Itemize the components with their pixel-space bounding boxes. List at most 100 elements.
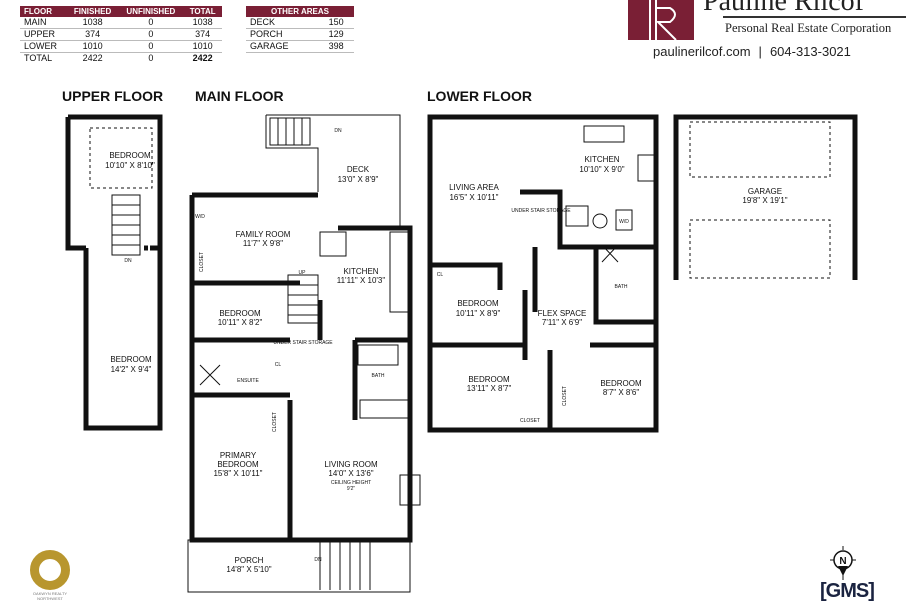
lower-floor-plan: LIVING AREA 16'5" X 10'11" KITCHEN 10'10… [427,114,659,433]
cell: 129 [318,28,354,41]
upper-floor-plan: BEDROOM 10'10" X 8'10" BEDROOM 14'2" X 9… [65,114,163,431]
room-dim: 10'10" X 8'10" [105,161,155,170]
dn-label: DN [124,258,132,264]
cell: MAIN [20,17,67,29]
bath-label: BATH [615,284,628,290]
wd-label: W/D [619,219,629,225]
separator: | [758,44,762,59]
wd-label: W/D [195,214,205,220]
website-link[interactable]: paulinerilcof.com [653,44,751,59]
ensuite-label: ENSUITE [237,378,259,384]
room-name: LIVING AREA [449,183,499,192]
cell: TOTAL [24,53,53,63]
cell: DECK [246,17,319,29]
cell: UPPER [20,28,67,41]
main-floor-plan: DECK 13'0" X 8'9" FAMILY ROOM 11'7" X 9'… [187,114,421,593]
cell: GARAGE [246,40,319,53]
under-stair-label: UNDER STAIR STORAGE [511,208,571,214]
cell: 1038 [66,17,119,29]
brand-block: Pauline Rilcof Personal Real Estate Corp… [620,0,910,70]
up-label: UP [299,270,307,276]
room-name: BEDROOM [219,309,261,318]
room-dim: 14'0" X 13'6" [328,469,373,478]
col-header: UNFINISHED [118,6,184,17]
cell: 2422 [192,53,213,63]
brokerage-name: OAKWYN REALTY [32,591,68,596]
cl-label: CL [437,272,444,278]
room-dim: 10'11" X 8'2" [218,318,263,327]
cell: 0 [118,40,184,53]
cell: LOWER [20,40,67,53]
room-dim: 16'5" X 10'11" [449,193,498,202]
compass-n: N [839,556,846,567]
brand-tagline: Personal Real Estate Corporation [725,21,892,35]
pr-logo [628,0,694,40]
cell: 0 [148,53,154,63]
room-dim: 10'11" X 8'9" [456,309,501,318]
room-dim: 10'10" X 9'0" [579,165,624,174]
dn-label: DN [314,557,322,563]
cell: 150 [318,17,354,29]
dn-label: DN [334,128,342,134]
cell: 1038 [183,17,222,29]
ceiling-label: CEILING HEIGHT [331,480,371,486]
bath-label: BATH [372,373,385,379]
room-dim: 8'7" X 8'6" [603,388,639,397]
closet-label: CLOSET [562,386,568,406]
room-name: FAMILY ROOM [236,230,291,239]
lower-floor-title: LOWER FLOOR [427,88,532,104]
room-name: KITCHEN [584,155,619,164]
cell: 374 [183,28,222,41]
room-dim: 19'8" X 19'1" [742,196,787,205]
cell: 0 [118,17,184,29]
upper-floor-title: UPPER FLOOR [62,88,164,104]
room-name: FLEX SPACE [538,309,587,318]
room-dim: 11'7" X 9'8" [243,239,283,248]
cell: PORCH [246,28,319,41]
col-header: OTHER AREAS [246,6,354,17]
cl-label: CL [275,362,282,368]
cell: 1010 [183,40,222,53]
brokerage-sub: NORTHWEST [37,596,63,601]
closet-label: CLOSET [520,418,540,424]
room-dim: 11'11" X 10'3" [337,276,386,285]
col-header: FINISHED [66,6,119,17]
room-dim: 15'8" X 10'11" [213,469,262,478]
garage-plan: GARAGE 19'8" X 19'1" [673,114,858,280]
room-name: BEDROOM [600,379,642,388]
cell: 374 [66,28,119,41]
room-name: PORCH [235,556,264,565]
room-name: PRIMARY [220,451,257,460]
room-name: BEDROOM [110,355,152,364]
phone: 604-313-3021 [769,44,851,59]
main-floor-title: MAIN FLOOR [195,88,284,104]
closet-label: CLOSET [272,412,278,432]
brokerage-text: OAKWYN REALTY NORTHWEST [14,591,86,601]
room-name: DECK [347,165,370,174]
room-dim: 7'11" X 6'9" [542,318,582,327]
cell: 2422 [82,53,103,63]
oakwyn-logo [30,550,70,590]
room-dim: 13'0" X 8'9" [338,175,379,184]
col-header: TOTAL [183,6,222,17]
room-name: BEDROOM [217,460,259,469]
col-header: FLOOR [20,6,67,17]
room-name: KITCHEN [343,267,378,276]
room-dim: 14'8" X 5'10" [226,565,271,574]
room-dim: 13'11" X 8'7" [467,384,512,393]
divider [723,16,906,18]
room-name: BEDROOM [109,151,151,160]
room-name: BEDROOM [468,375,510,384]
compass-icon: N [830,546,856,580]
contact-line: paulinerilcof.com | 604-313-3021 [649,44,855,59]
cell: 0 [118,28,184,41]
cell: 398 [318,40,354,53]
cell: 1010 [66,40,119,53]
gms-logo: [GMS] [820,580,875,602]
